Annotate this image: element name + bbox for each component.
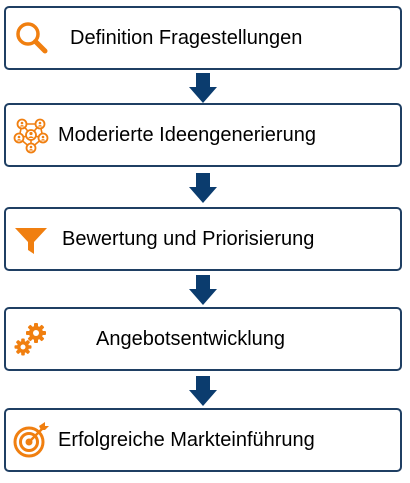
- down-arrow-icon: [189, 73, 217, 103]
- step-label: Erfolgreiche Markteinführung: [58, 428, 315, 451]
- down-arrow-icon: [189, 173, 217, 203]
- target-icon: [12, 421, 50, 459]
- step-label: Angebotsentwicklung: [96, 327, 286, 350]
- down-arrow-icon: [189, 275, 217, 305]
- down-arrow-icon: [189, 376, 217, 406]
- search-icon: [12, 19, 50, 57]
- network-people-icon: [12, 116, 50, 154]
- step-label: Definition Fragestellungen: [70, 26, 303, 49]
- process-step-market-launch: Erfolgreiche Markteinführung: [4, 408, 402, 472]
- process-step-offer-development: Angebotsentwicklung: [4, 307, 402, 371]
- process-step-evaluation: Bewertung und Priorisierung: [4, 207, 402, 271]
- step-label: Bewertung und Priorisierung: [62, 227, 315, 250]
- gears-icon: [12, 320, 50, 358]
- process-step-definition: Definition Fragestellungen: [4, 6, 402, 70]
- process-step-ideation: Moderierte Ideengenerierung: [4, 103, 402, 167]
- step-label: Moderierte Ideengenerierung: [58, 123, 316, 146]
- funnel-icon: [12, 220, 50, 258]
